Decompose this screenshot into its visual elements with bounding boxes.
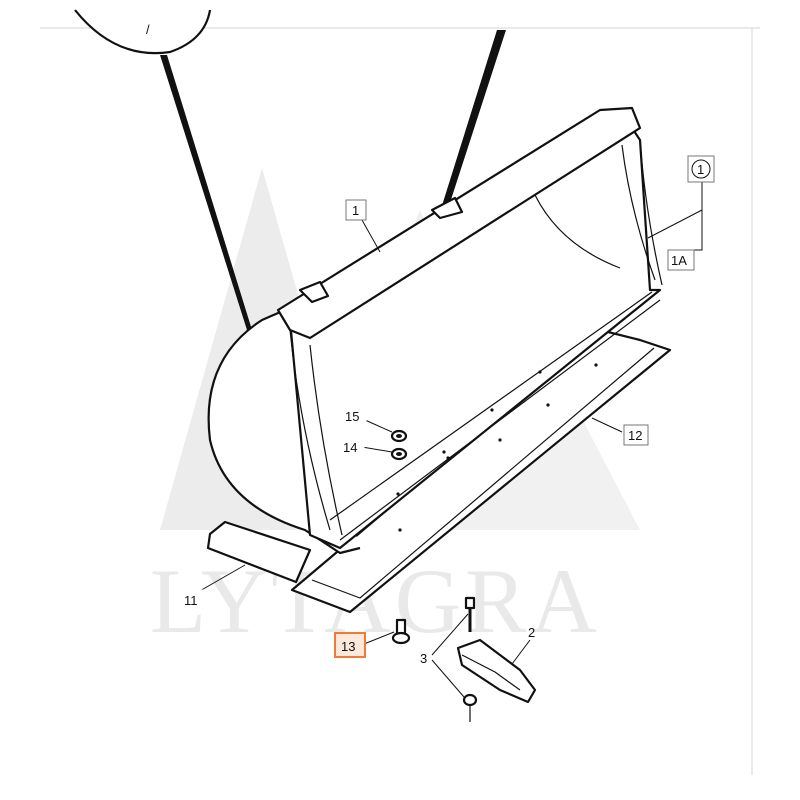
svg-text:2: 2: [528, 625, 535, 640]
callout-3[interactable]: 3: [420, 651, 427, 666]
hardware-parts-14-15: [390, 429, 408, 461]
svg-text:15: 15: [345, 409, 359, 424]
svg-text:/: /: [146, 22, 150, 37]
tooth-part-2: [456, 638, 537, 704]
bolt-part-13: [391, 618, 411, 645]
callout-12[interactable]: 12: [623, 424, 649, 446]
svg-text:14: 14: [343, 440, 357, 455]
leader-arm-left: [160, 55, 252, 330]
svg-text:1: 1: [697, 162, 704, 177]
callout-15[interactable]: 15: [341, 405, 367, 427]
callout-leaders: [197, 170, 703, 698]
callout-11[interactable]: 11: [179, 589, 205, 611]
callout-1[interactable]: 1: [345, 199, 367, 221]
detail-circle: [74, 9, 212, 55]
callout-1-circle[interactable]: 1: [687, 155, 715, 183]
svg-text:13: 13: [341, 639, 355, 654]
svg-text:3: 3: [420, 651, 427, 666]
leader-arm-right: [440, 30, 506, 215]
callout-13-selected[interactable]: 13: [334, 632, 366, 658]
bolt-holes: [396, 363, 598, 532]
svg-text:1A: 1A: [671, 253, 687, 268]
callout-1A[interactable]: 1A: [667, 249, 695, 271]
wear-strip-part-11: [206, 520, 312, 584]
callout-2[interactable]: 2: [528, 625, 535, 640]
bolt-part-3: [462, 596, 478, 722]
svg-text:11: 11: [184, 593, 198, 608]
svg-text:12: 12: [628, 428, 642, 443]
callout-14[interactable]: 14: [339, 436, 365, 458]
svg-text:1: 1: [352, 203, 359, 218]
